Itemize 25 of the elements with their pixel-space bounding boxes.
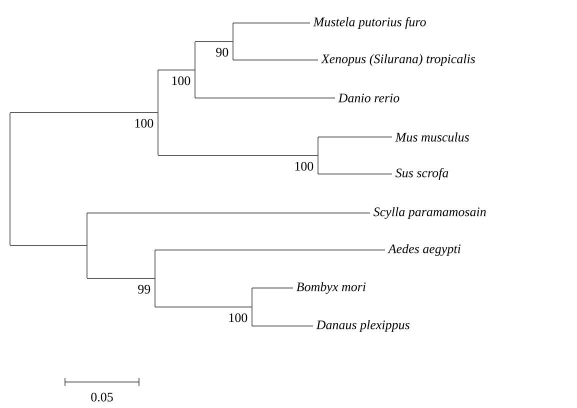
branch-line (10, 112, 158, 113)
taxon-label: Sus scrofa (396, 168, 448, 180)
branch-line (86, 212, 370, 214)
bootstrap-value: 100 (135, 118, 154, 128)
taxon-label: Mus musculus (395, 132, 469, 142)
bootstrap-value: 90 (216, 48, 228, 57)
branch-line (318, 136, 392, 138)
branch-line (158, 155, 318, 156)
bootstrap-value: 100 (295, 162, 314, 171)
branch-line (154, 306, 252, 308)
bootstrap-value: 100 (172, 76, 190, 86)
branch-line (86, 278, 155, 279)
taxon-label: Aedes aegypti (388, 244, 461, 256)
branch-line (10, 245, 87, 246)
bootstrap-value: 100 (229, 313, 248, 322)
scale-value: 0.05 (91, 392, 113, 402)
taxon-label: Danio rerio (338, 94, 400, 102)
taxon-label: Mustela putorius furo (313, 17, 426, 29)
taxon-label: Scylla paramamosain (374, 207, 486, 219)
bootstrap-value: 99 (138, 284, 150, 294)
branch-line (232, 22, 310, 24)
taxon-label: Xenopus (Silurana) tropicalis (320, 54, 476, 66)
taxon-label: Danaus plexippus (316, 320, 410, 332)
taxon-label: Bombyx mori (296, 282, 366, 294)
branch-line (194, 41, 233, 42)
